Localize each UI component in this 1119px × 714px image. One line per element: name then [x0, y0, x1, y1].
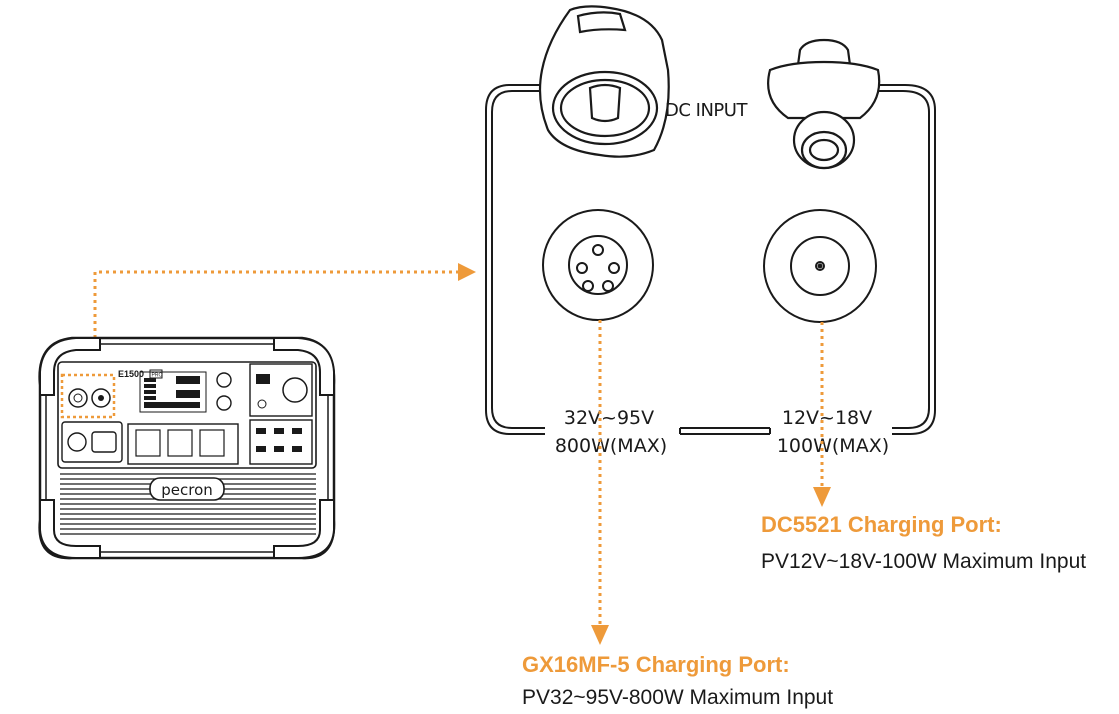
- device-model-badge: PRO: [152, 373, 163, 379]
- dc5521-range-label: 12V~18V: [782, 407, 872, 429]
- device-brand-plate: [149, 477, 225, 501]
- leader-device-to-panel: [93, 270, 458, 408]
- gx16-range-label: 32V~95V: [564, 407, 654, 429]
- gx16-port-cap: [538, 5, 670, 158]
- device-dc-input-highlight: [60, 373, 116, 419]
- arrow-to-panel-icon: [458, 263, 476, 281]
- gx16-port: [542, 209, 654, 321]
- callout-arrowheads: [458, 263, 831, 645]
- dc5521-port: [763, 209, 877, 323]
- arrow-to-dc5521-caption-icon: [813, 487, 831, 507]
- device-lcd-display: [139, 371, 207, 413]
- gx16-caption-title: GX16MF-5 Charging Port:: [522, 652, 790, 677]
- dc5521-port-cap: [767, 38, 881, 170]
- gx16-power-label: 800W(MAX): [555, 435, 667, 457]
- dc-input-panel-outline: [485, 84, 936, 435]
- dc5521-caption-title: DC5521 Charging Port:: [761, 512, 1002, 537]
- device-model-label: E1500: [118, 369, 144, 379]
- dc-input-title: DC INPUT: [665, 100, 748, 121]
- power-station-illustration: E1500 PRO: [38, 336, 336, 560]
- callout-leaders: [93, 270, 824, 625]
- dc5521-power-label: 100W(MAX): [777, 435, 889, 457]
- dc5521-caption-description: PV12V~18V-100W Maximum Input: [761, 550, 1087, 573]
- arrow-to-gx16-caption-icon: [591, 625, 609, 645]
- device-brand-label: pecron: [161, 481, 213, 499]
- gx16-caption-description: PV32~95V-800W Maximum Input: [522, 686, 834, 709]
